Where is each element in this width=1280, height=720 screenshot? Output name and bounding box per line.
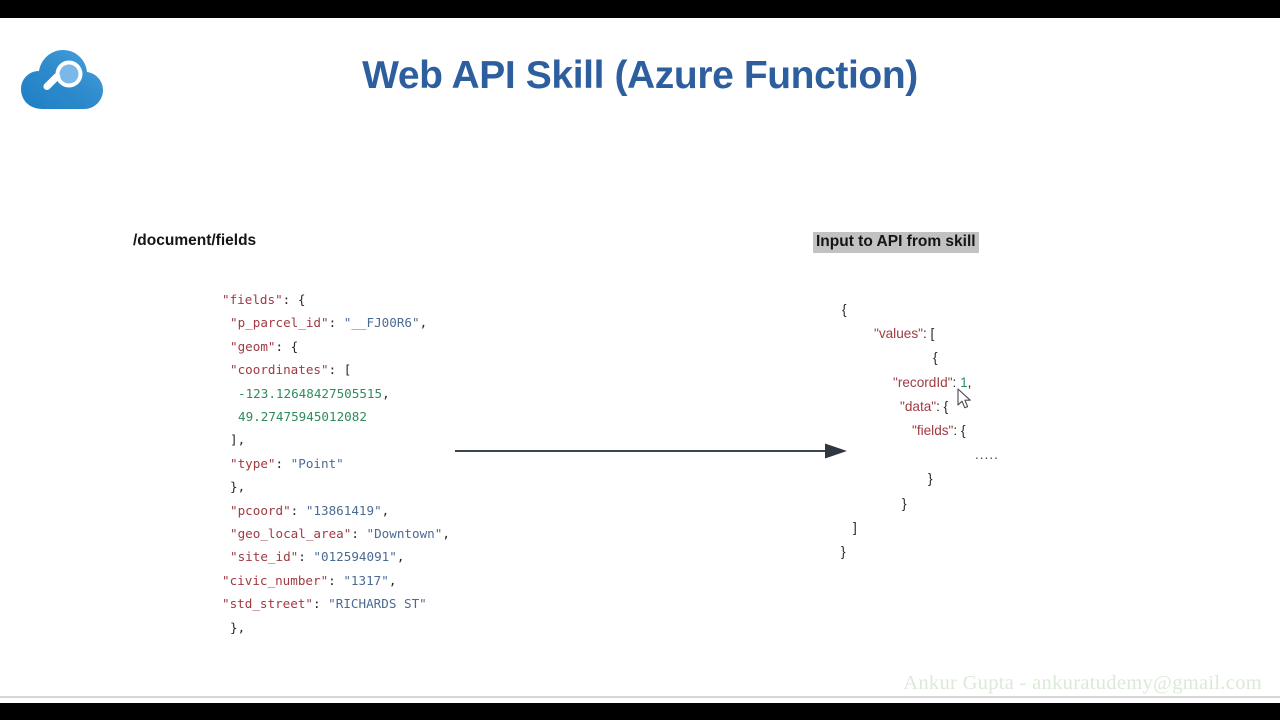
- code-line: ],: [222, 428, 450, 451]
- code-token: : {: [282, 292, 306, 307]
- cloud-search-icon: [20, 47, 104, 113]
- code-token: ,: [396, 549, 405, 565]
- code-token: "site_id": [230, 549, 299, 565]
- code-line: },: [222, 475, 450, 498]
- code-token: "values": [874, 326, 923, 342]
- code-token: :: [275, 455, 291, 471]
- code-line: "fields": {: [222, 288, 450, 311]
- left-panel-caption: /document/fields: [133, 232, 257, 249]
- code-token: },: [230, 479, 246, 495]
- code-line: }: [820, 467, 999, 491]
- code-token: :: [328, 315, 344, 331]
- code-line: "site_id": "012594091",: [222, 545, 450, 568]
- code-token: "fields": [222, 292, 283, 307]
- code-token: "RICHARDS ST": [328, 596, 427, 612]
- code-token: "012594091": [313, 549, 397, 565]
- code-line: "type": "Point": [222, 452, 450, 475]
- code-token: "Downtown": [366, 526, 443, 542]
- code-token: :: [952, 374, 961, 390]
- code-token: : [: [328, 362, 352, 378]
- slide-canvas: Web API Skill (Azure Function) /document…: [0, 18, 1280, 703]
- code-token: "geo_local_area": [230, 526, 352, 542]
- code-line: "std_street": "RICHARDS ST": [222, 592, 450, 615]
- code-token: "__FJ00R6": [343, 315, 420, 331]
- code-line: },: [222, 616, 450, 639]
- code-token: "geom": [230, 338, 276, 354]
- code-token: :: [298, 549, 314, 565]
- code-token: : {: [275, 338, 299, 354]
- code-token: : {: [953, 423, 966, 439]
- code-token: .....: [975, 447, 999, 463]
- code-token: ,: [382, 385, 390, 401]
- code-token: :: [328, 572, 344, 588]
- code-line: {: [820, 346, 999, 370]
- code-token: 1: [960, 374, 968, 390]
- code-line: "coordinates": [: [222, 358, 450, 381]
- code-token: }: [902, 495, 907, 511]
- code-line: "fields": {: [820, 419, 999, 443]
- code-token: "civic_number": [222, 572, 329, 588]
- code-token: "Point": [290, 455, 344, 471]
- api-input-json: {"values": [{"recordId": 1,"data": {"fie…: [820, 298, 999, 564]
- code-token: 49.27475945012082: [238, 409, 367, 425]
- code-token: },: [230, 619, 246, 635]
- code-line: "p_parcel_id": "__FJ00R6",: [222, 311, 450, 334]
- code-token: : {: [936, 398, 949, 414]
- code-token: :: [313, 596, 329, 612]
- letterbox-bottom-bar: [0, 703, 1280, 720]
- code-token: -123.12648427505515: [238, 385, 383, 401]
- code-line: "recordId": 1,: [820, 371, 999, 395]
- code-line: -123.12648427505515,: [222, 382, 450, 405]
- code-token: "coordinates": [230, 362, 329, 378]
- code-token: ,: [419, 315, 428, 331]
- document-fields-json: "fields": {"p_parcel_id": "__FJ00R6","ge…: [222, 288, 450, 639]
- code-token: : [: [922, 326, 935, 342]
- code-token: ]: [853, 519, 857, 535]
- code-token: "data": [900, 398, 937, 414]
- code-token: ,: [442, 526, 450, 542]
- code-token: ],: [230, 432, 246, 448]
- code-token: }: [841, 544, 846, 560]
- code-line: {: [820, 298, 999, 322]
- code-token: "fields": [912, 423, 954, 439]
- code-token: :: [351, 526, 367, 542]
- letterbox-top-bar: [0, 0, 1280, 18]
- slide-bottom-divider: [0, 696, 1280, 698]
- code-line: "values": [: [820, 322, 999, 346]
- code-token: ,: [381, 502, 390, 518]
- data-flow-arrow: [455, 441, 847, 461]
- code-token: "std_street": [222, 596, 313, 612]
- code-line: ]: [820, 516, 999, 540]
- code-line: "pcoord": "13861419",: [222, 499, 450, 522]
- code-line: }: [820, 492, 999, 516]
- watermark-text: Ankur Gupta - ankuratudemy@gmail.com: [903, 672, 1262, 694]
- code-token: "type": [230, 455, 276, 471]
- code-token: :: [290, 502, 306, 518]
- code-token: ,: [388, 572, 397, 588]
- code-line: "geom": {: [222, 335, 450, 358]
- code-token: "13861419": [305, 502, 382, 518]
- code-line: "geo_local_area": "Downtown",: [222, 522, 450, 545]
- code-line: 49.27475945012082: [222, 405, 450, 428]
- code-token: "recordId": [893, 374, 953, 390]
- code-token: "1317": [343, 572, 389, 588]
- code-token: {: [842, 302, 847, 317]
- code-line: }: [820, 540, 999, 564]
- code-line: "civic_number": "1317",: [222, 569, 450, 592]
- right-panel-caption: Input to API from skill: [813, 232, 979, 253]
- code-token: }: [928, 471, 933, 487]
- code-token: {: [933, 350, 938, 366]
- code-token: ,: [967, 374, 972, 390]
- code-token: "pcoord": [230, 502, 291, 518]
- code-token: "p_parcel_id": [230, 315, 329, 331]
- code-line: "data": {: [820, 395, 999, 419]
- page-title: Web API Skill (Azure Function): [362, 54, 918, 97]
- code-line: .....: [820, 443, 999, 467]
